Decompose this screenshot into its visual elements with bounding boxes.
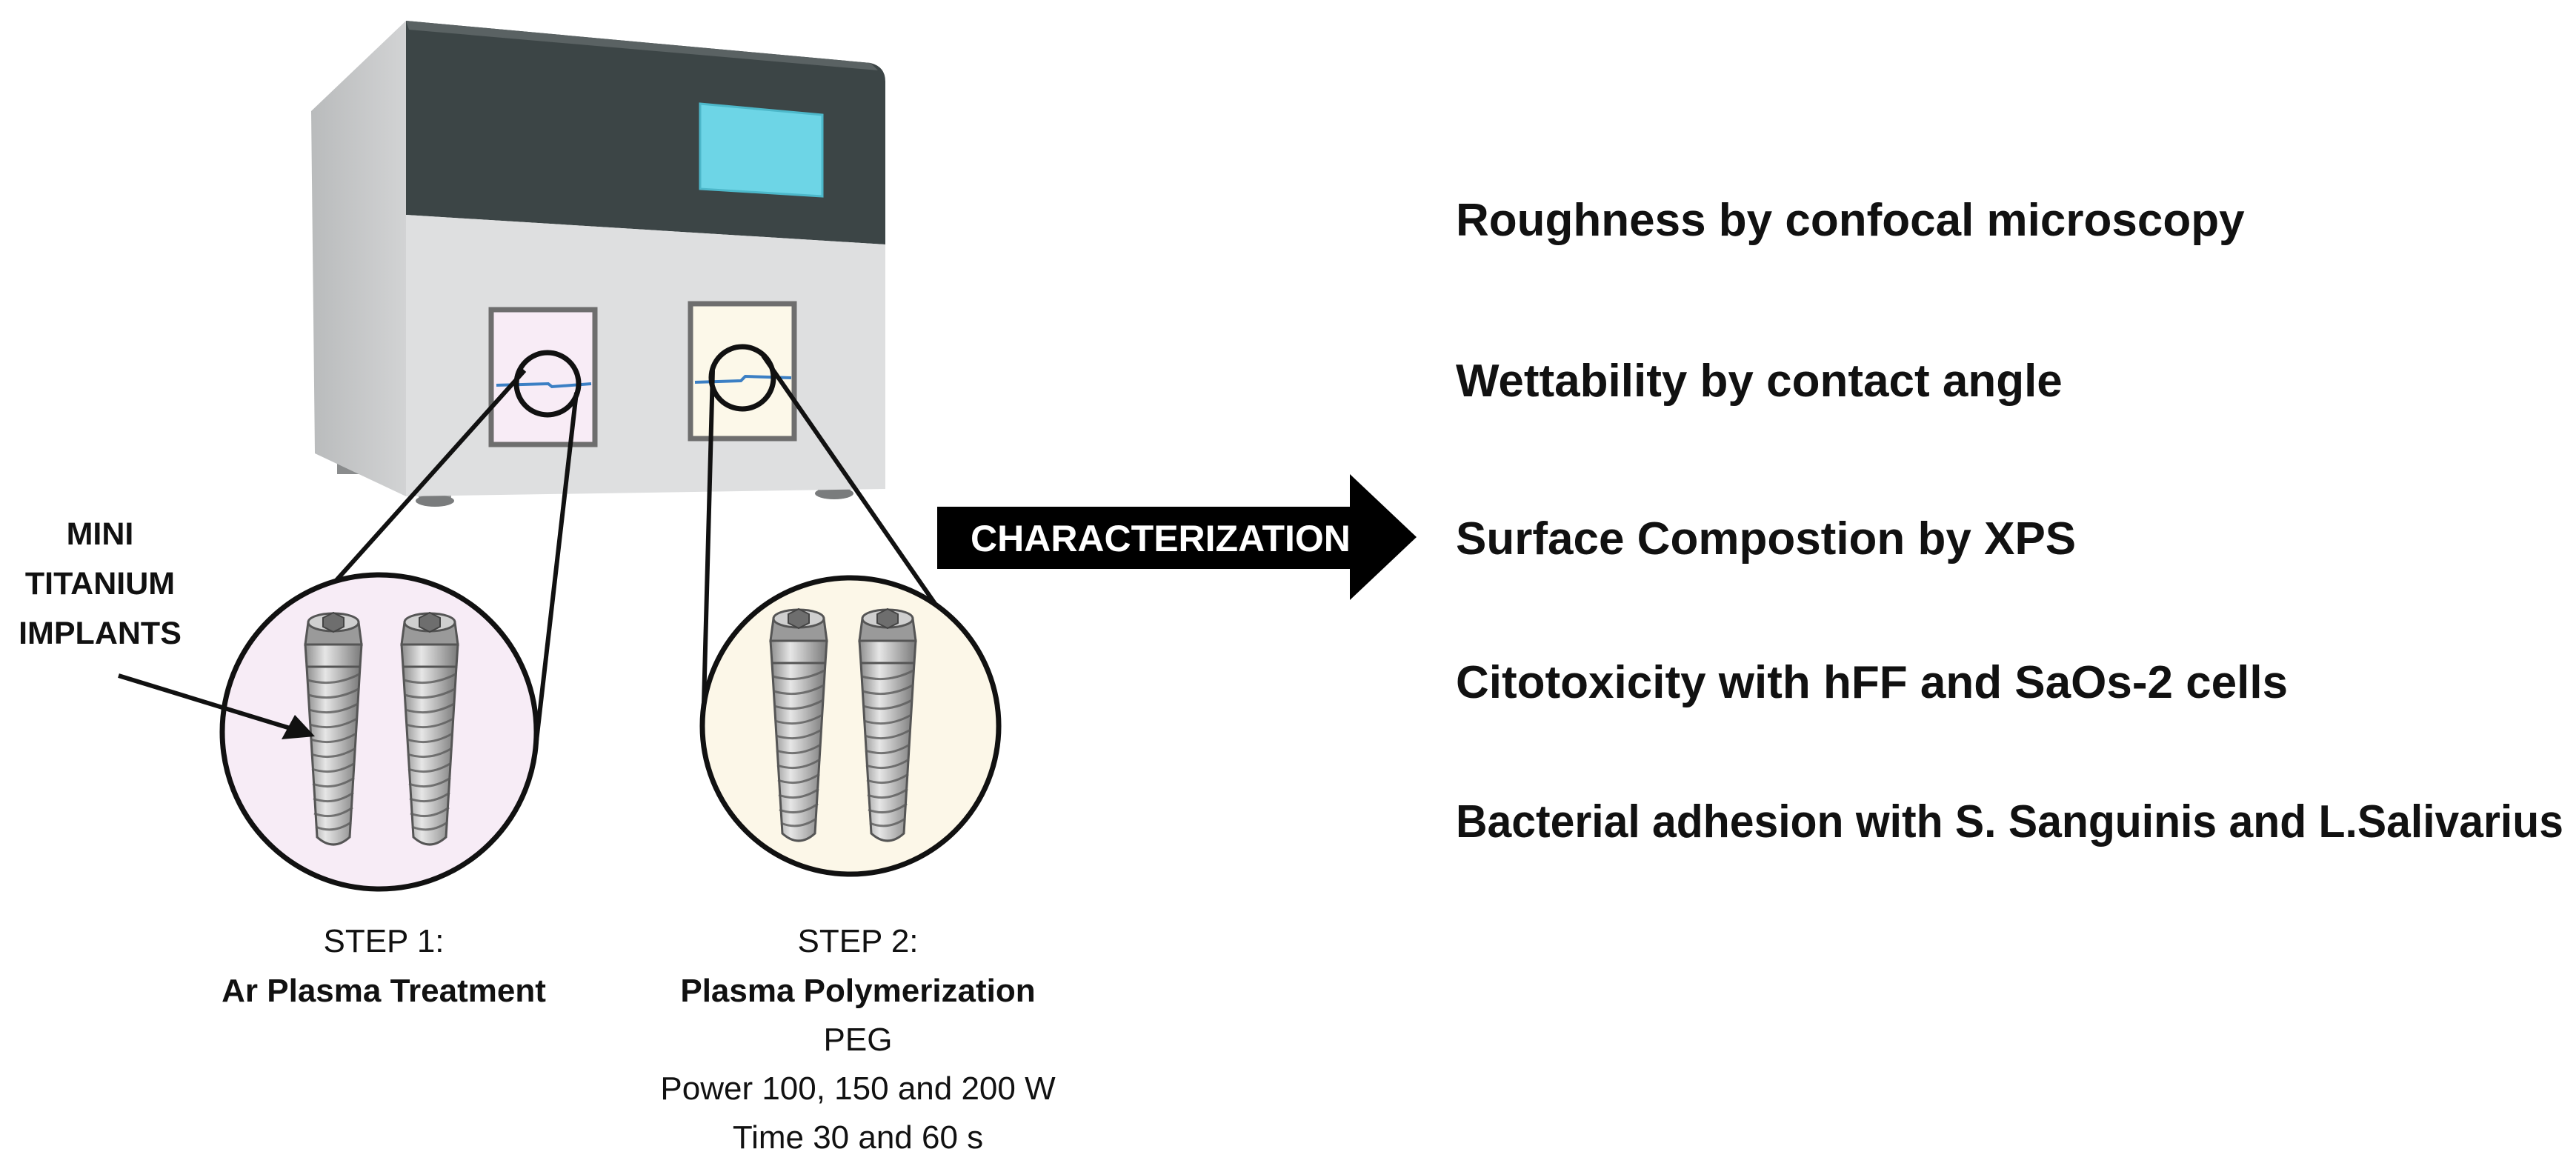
characterization-list: Roughness by confocal microscopy Wettabi… xyxy=(1456,195,2563,847)
machine-body xyxy=(406,215,885,496)
step-2-detail-2: Power 100, 150 and 200 W xyxy=(660,1070,1056,1107)
step-2-caption: STEP 2: Plasma Polymerization PEG Power … xyxy=(660,923,1056,1156)
magnifier-2-large-circle xyxy=(699,575,1002,877)
characterization-arrow-label: CHARACTERIZATION xyxy=(971,518,1351,559)
plasma-machine xyxy=(311,21,885,507)
magnifier-2 xyxy=(699,344,1002,877)
step-2-detail-1: PEG xyxy=(824,1022,893,1058)
implant-pointer-arrow xyxy=(118,673,296,732)
implant-pointer-arrowhead xyxy=(282,715,315,739)
magnifier-1-small-circle xyxy=(513,350,582,418)
magnifier-1 xyxy=(219,350,582,892)
characterization-arrow: CHARACTERIZATION xyxy=(937,474,1417,600)
step-1-title: Ar Plasma Treatment xyxy=(222,973,546,1009)
characterization-item: Surface Compostion by XPS xyxy=(1456,513,2076,564)
characterization-item: Roughness by confocal microscopy xyxy=(1456,195,2245,246)
implant-label: MINI TITANIUM IMPLANTS xyxy=(19,516,315,739)
machine-side-panel xyxy=(311,21,406,496)
characterization-arrow-shape xyxy=(937,474,1417,600)
step-2-number: STEP 2: xyxy=(797,923,918,959)
characterization-item: Citotoxicity with hFF and SaOs-2 cells xyxy=(1456,657,2288,708)
implant-label-line-2: TITANIUM xyxy=(25,566,175,602)
implant-label-line-1: MINI xyxy=(67,516,134,552)
step-2-title: Plasma Polymerization xyxy=(680,973,1035,1009)
characterization-item: Wettability by contact angle xyxy=(1456,356,2063,407)
step-2-detail-3: Time 30 and 60 s xyxy=(733,1119,983,1156)
magnifier-2-small-circle xyxy=(708,344,776,412)
implant-label-line-3: IMPLANTS xyxy=(19,616,182,651)
chamber-2 xyxy=(688,301,797,442)
magnifier-1-large-circle xyxy=(219,572,539,892)
machine-screen xyxy=(699,102,824,198)
characterization-item: Bacterial adhesion with S. Sanguinis and… xyxy=(1456,796,2563,847)
step-1-number: STEP 1: xyxy=(323,923,444,959)
step-1-caption: STEP 1: Ar Plasma Treatment xyxy=(222,923,546,1009)
